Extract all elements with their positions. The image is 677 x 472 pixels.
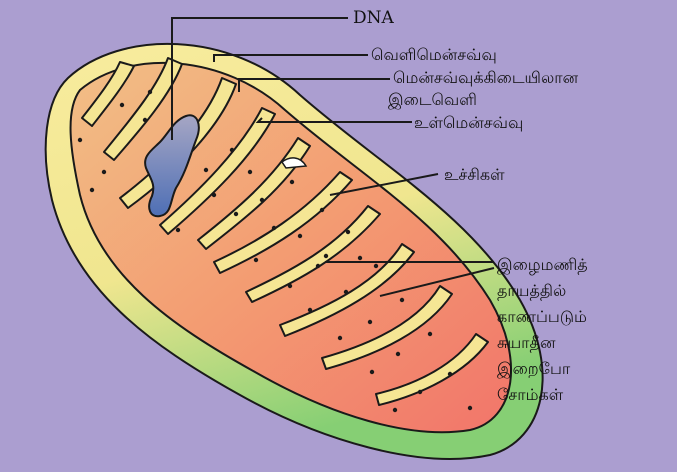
ribosome-dot	[468, 406, 472, 410]
label-ribosomes-line: காணப்படும்	[497, 304, 592, 330]
ribosome-dot	[374, 264, 378, 268]
ribosome-dot	[370, 370, 374, 374]
ribosome-dot	[290, 180, 294, 184]
ribosome-dot	[288, 284, 292, 288]
label-ribosomes-line: சோம்கள்	[497, 382, 592, 408]
ribosome-dot	[338, 336, 342, 340]
ribosome-dot	[120, 103, 124, 107]
ribosome-dot	[272, 226, 276, 230]
ribosome-dot	[368, 320, 372, 324]
ribosome-dot	[418, 390, 422, 394]
ribosome-dot	[448, 372, 452, 376]
ribosome-dot	[90, 188, 94, 192]
ribosome-dot	[230, 148, 234, 152]
ribosome-dot	[260, 198, 264, 202]
ribosome-dot	[176, 228, 180, 232]
ribosome-dot	[396, 352, 400, 356]
ribosome-dot	[358, 256, 362, 260]
label-intermembrane-line2: இடைவெளி	[388, 90, 477, 109]
ribosome-dot	[254, 258, 258, 262]
label-cristae: உச்சிகள்	[444, 165, 505, 184]
ribosome-dot	[78, 138, 82, 142]
label-ribosomes: இழைமணித் தாயத்தில் காணப்படும் சுயாதீன இற…	[497, 252, 592, 408]
ribosome-dot	[316, 264, 320, 268]
ribosome-dot	[324, 254, 328, 258]
label-ribosomes-line: சுயாதீன	[497, 330, 592, 356]
ribosome-dot	[143, 118, 147, 122]
ribosome-dot	[102, 170, 106, 174]
label-intermembrane-line1: மென்சவ்வுக்கிடையிலான	[393, 68, 578, 87]
ribosome-dot	[212, 193, 216, 197]
ribosome-dot	[148, 90, 152, 94]
ribosome-dot	[346, 230, 350, 234]
ribosome-dot	[234, 212, 238, 216]
ribosome-dot	[428, 332, 432, 336]
ribosome-dot	[344, 290, 348, 294]
ribosome-dot	[393, 408, 397, 412]
ribosome-dot	[248, 170, 252, 174]
label-inner-membrane: உள்மென்சவ்வு	[414, 113, 523, 132]
label-dna: DNA	[353, 9, 394, 28]
label-outer-membrane: வெளிமென்சவ்வு	[371, 45, 497, 64]
ribosome-dot	[400, 298, 404, 302]
ribosome-dot	[298, 234, 302, 238]
ribosome-dot	[204, 168, 208, 172]
ribosome-dot	[320, 208, 324, 212]
label-ribosomes-line: தாயத்தில்	[497, 278, 592, 304]
label-ribosomes-line: இறைபோ	[497, 356, 592, 382]
label-ribosomes-line: இழைமணித்	[497, 252, 592, 278]
ribosome-dot	[308, 308, 312, 312]
